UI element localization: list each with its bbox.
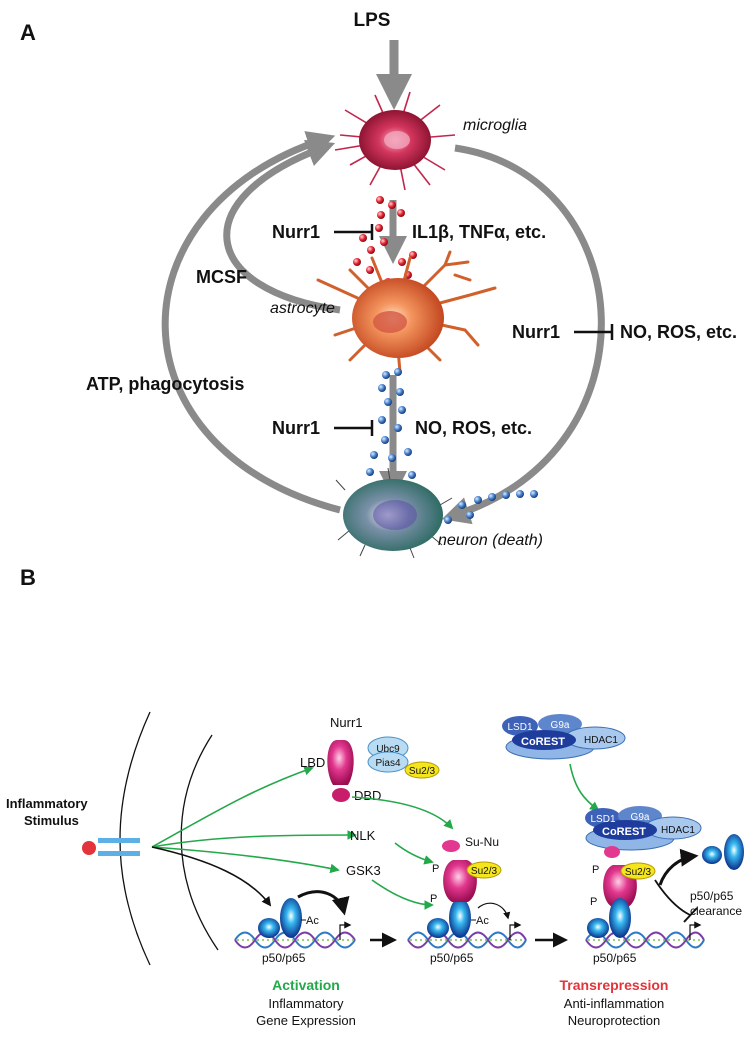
arrow-gsk3 <box>371 879 434 910</box>
nurr1-protein <box>327 740 354 802</box>
arrow-to-nurr1 <box>151 766 314 848</box>
dbd-label: DBD <box>354 788 381 803</box>
corest-label-1: CoREST <box>521 736 565 748</box>
corepressor-complex-free <box>502 714 626 760</box>
ligand <box>82 841 96 855</box>
ubc9-label: Ubc9 <box>376 744 400 755</box>
activation-line1: Inflammatory <box>268 996 344 1011</box>
corest-label-2: CoREST <box>602 826 646 838</box>
tss-3 <box>689 921 702 940</box>
hdac1-label-1: HDAC1 <box>584 735 618 746</box>
mcsf-label: MCSF <box>196 267 247 287</box>
clearance-arrow <box>658 848 699 886</box>
activation-arc <box>297 890 350 916</box>
dna-activation <box>234 931 356 949</box>
middle-arc <box>477 902 511 920</box>
membrane-inner <box>180 734 219 951</box>
lps-label: LPS <box>354 10 391 31</box>
clearance-label-2: clearance <box>690 904 742 918</box>
p-label-1: P <box>432 863 439 875</box>
microglia-label: microglia <box>463 117 527 134</box>
neuron-cell <box>335 467 453 559</box>
svg-text:Su2/3: Su2/3 <box>471 866 498 877</box>
astrocyte-label: astrocyte <box>270 300 335 317</box>
astrocyte-ros-label: NO, ROS, etc. <box>415 418 532 438</box>
dna-middle <box>407 931 527 949</box>
microglia-ros-label: NO, ROS, etc. <box>620 322 737 342</box>
hdac1-label-2: HDAC1 <box>661 825 695 836</box>
corepressor-complex-bound <box>585 806 702 851</box>
dna-repression <box>585 931 705 949</box>
nfkb-middle <box>427 898 471 938</box>
arrow-to-gsk3 <box>151 846 340 874</box>
nurr1-inhibitor-2: Nurr1 <box>272 418 320 438</box>
p50p65-label-3: p50/p65 <box>593 951 637 965</box>
nurr1-inhibitor-3: Nurr1 <box>512 322 560 342</box>
tss-1 <box>339 921 352 940</box>
astrocyte-to-microglia-arrow <box>223 139 341 314</box>
activation-title: Activation <box>272 977 340 993</box>
su23-repression <box>620 862 656 880</box>
nfkb-activation <box>258 898 302 938</box>
nurr1-label: Nurr1 <box>330 715 363 730</box>
clearance-label-1: p50/p65 <box>690 889 734 903</box>
pias4-label: Pias4 <box>375 758 400 769</box>
microglia-to-neuron-arrow <box>441 144 605 525</box>
neuron-label: neuron (death) <box>438 532 543 549</box>
svg-text:Su2/3: Su2/3 <box>625 867 652 878</box>
nlk-label: NLK <box>350 828 376 843</box>
stimulus-label-1: Inflammatory <box>6 796 88 811</box>
p-label-2: P <box>430 893 437 905</box>
stimulus-label-2: Stimulus <box>24 813 79 828</box>
panel-a-label: A <box>20 20 36 45</box>
receptor-top <box>98 838 140 843</box>
cytokine-label: IL1β, TNFα, etc. <box>412 222 546 242</box>
transrepression-line1: Anti-inflammation <box>564 996 664 1011</box>
su23-middle <box>466 861 502 879</box>
g9a-label-1: G9a <box>551 720 570 731</box>
astrocyte-cell <box>316 250 497 374</box>
p50p65-label-2: p50/p65 <box>430 951 474 965</box>
p-label-3: P <box>592 864 599 876</box>
p50p65-label-1: p50/p65 <box>262 951 306 965</box>
svg-text:Su2/3: Su2/3 <box>409 766 436 777</box>
repression-bar <box>683 907 698 923</box>
nfkb-repression <box>587 898 631 938</box>
nurr1-inhibitor-1: Nurr1 <box>272 222 320 242</box>
lsd1-label-2: LSD1 <box>590 814 615 825</box>
ac-label-1: Ac <box>306 915 319 927</box>
gsk3-label: GSK3 <box>346 863 381 878</box>
panel-b-label: B <box>20 565 36 590</box>
su-nu-label: Su-Nu <box>465 835 499 849</box>
repression-bar-line <box>654 879 691 916</box>
arrow-corepressor <box>569 763 600 812</box>
arrow-to-nlk <box>151 830 357 848</box>
transrepression-title: Transrepression <box>560 977 669 993</box>
activation-line2: Gene Expression <box>256 1013 356 1028</box>
lsd1-label-1: LSD1 <box>507 722 532 733</box>
arrow-nlk <box>394 842 434 865</box>
transrepression-line2: Neuroprotection <box>568 1013 661 1028</box>
nfkb-cleared <box>702 834 744 870</box>
g9a-label-2: G9a <box>631 812 650 823</box>
tss-2 <box>509 921 522 940</box>
ros-dots <box>366 368 538 524</box>
microglia-cell <box>334 91 456 191</box>
receptor-bottom <box>98 851 140 856</box>
su23-free <box>404 761 440 779</box>
atp-label: ATP, phagocytosis <box>86 374 244 394</box>
ubc9-pias4-complex <box>367 736 409 773</box>
arrow-nurr1-to-sunu <box>351 796 454 830</box>
arrow-to-nfkb <box>151 846 272 907</box>
lbd-label: LBD <box>300 755 325 770</box>
neuron-to-microglia-arrow <box>161 131 341 514</box>
ac-label-2: Ac <box>476 915 489 927</box>
p-label-4: P <box>590 896 597 908</box>
